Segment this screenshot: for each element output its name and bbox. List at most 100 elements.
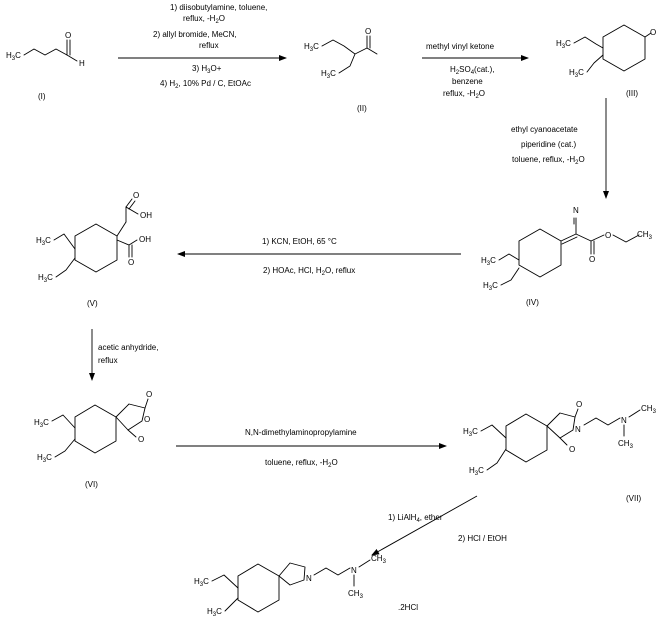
- compound-IV: H3C H3C N O O CH3 (IV): [481, 206, 653, 307]
- co-double-bond: [128, 200, 136, 210]
- condition-line: 2) HCl / EtOH: [458, 534, 507, 543]
- cyclohexane-ring: [602, 24, 646, 72]
- atom-n2: N: [351, 566, 357, 575]
- atom-o2: O: [128, 258, 134, 267]
- condition-line: reflux, -H2O: [443, 89, 485, 100]
- atom-ch3a: CH3: [641, 404, 657, 415]
- compound-label: (V): [87, 299, 98, 308]
- co-bond-2: [127, 429, 137, 438]
- upper-propyl: [498, 253, 520, 261]
- condition-line: benzene: [452, 77, 483, 86]
- exocyclic-double-bond-2: [561, 236, 578, 245]
- n-me-bond-1: [628, 409, 641, 418]
- co-bond-1: [144, 398, 149, 409]
- reaction-arrow: [371, 495, 478, 556]
- lower-propyl: [486, 448, 507, 471]
- compound-label: (VII): [626, 494, 641, 503]
- cyclohexane-ring: [74, 404, 117, 454]
- atom-h3c-bottom: H3C: [38, 273, 53, 284]
- atom-o: O: [65, 31, 71, 40]
- condition-line: 2) HOAc, HCl, H2O, reflux: [263, 266, 355, 277]
- atom-ch3b: CH3: [618, 439, 634, 450]
- upper-propyl: [53, 233, 76, 250]
- compound-VII: H3C H3C O N O N CH3 CH3 (VII): [463, 400, 657, 503]
- lower-propyl: [500, 267, 520, 286]
- upper-propyl: [211, 574, 239, 589]
- atom-h3c-bottom: H3C: [37, 453, 52, 464]
- propyl-linker: [313, 567, 351, 576]
- atom-h: H: [79, 59, 85, 68]
- atom-n1: N: [575, 425, 581, 434]
- atom-h3c-bottom: H3C: [321, 69, 336, 80]
- compound-label: (II): [357, 104, 367, 113]
- condition-line: toluene, reflux, -H2O: [512, 155, 585, 166]
- atom-o: O: [650, 28, 656, 37]
- atom-n2: N: [621, 416, 627, 425]
- compound-label: (I): [38, 92, 46, 101]
- ch2-bond: [116, 221, 127, 237]
- compound-label: (III): [626, 89, 638, 98]
- ester-bond: [575, 233, 592, 242]
- lower-propyl: [54, 438, 76, 458]
- compound-V: H3C H3C OH O OH O (V): [36, 191, 152, 308]
- condition-line: piperidine (cat.): [521, 140, 576, 149]
- c-oh-bond: [125, 206, 139, 215]
- atom-o1: O: [133, 191, 139, 200]
- atom-o2: O: [569, 445, 575, 454]
- compound-III: O H3C H3C (III): [556, 24, 656, 98]
- cyclohexane-ring: [505, 413, 548, 463]
- atom-o1: O: [576, 400, 582, 409]
- cyclohexane-ring: [237, 563, 280, 613]
- salt-label: .2HCl: [398, 603, 418, 612]
- n-me-bond-1: [358, 559, 371, 568]
- atom-h3c-top: H3C: [481, 256, 496, 267]
- compound-II: H3C H3C O (II): [304, 27, 378, 113]
- compound-final: H3C H3C N N CH3 CH3 .2HCl: [194, 554, 418, 618]
- atom-n: N: [573, 206, 579, 215]
- condition-line: 1) KCN, EtOH, 65 °C: [262, 237, 337, 246]
- atom-oh2: OH: [139, 235, 151, 244]
- condition-line: N,N-dimethylaminopropylamine: [245, 428, 357, 437]
- condition-line: methyl vinyl ketone: [426, 42, 495, 51]
- compound-label: (VI): [85, 480, 98, 489]
- step-2: methyl vinyl ketone H2SO4(cat.), benzene…: [422, 42, 529, 100]
- atom-h3c-top: H3C: [463, 427, 478, 438]
- atom-h3c-bottom: H3C: [207, 607, 222, 618]
- condition-line: 1) diisobutylamine, toluene,: [170, 3, 267, 12]
- ethyl-chain: [612, 234, 640, 243]
- atom-h3c-top: H3C: [34, 418, 49, 429]
- step-7: 1) LiAlH4, ether 2) HCl / EtOH: [371, 495, 507, 556]
- atom-o2: O: [144, 415, 150, 424]
- lower-propyl: [55, 257, 76, 278]
- ester-o-bond: [590, 234, 605, 242]
- aldehyde-bond: [366, 47, 378, 55]
- atom-n1: N: [306, 574, 312, 583]
- atom-h3c-top: H3C: [194, 577, 209, 588]
- condition-line: 4) H2, 10% Pd / C, EtOAc: [160, 79, 251, 90]
- propyl-linker: [583, 417, 621, 426]
- succinimide-ring: [546, 412, 576, 439]
- co-bond-2: [559, 437, 568, 446]
- atom-ch3: CH3: [637, 230, 653, 241]
- compound-VI: H3C H3C O O O (VI): [34, 390, 152, 489]
- atom-ch3b: CH3: [348, 589, 364, 600]
- atom-h3c-top: H3C: [36, 236, 51, 247]
- atom-o2: O: [605, 231, 611, 240]
- condition-line: reflux: [199, 41, 219, 50]
- lower-propyl: [338, 53, 356, 74]
- cyclohexane-ring: [74, 223, 118, 273]
- condition-line: ethyl cyanoacetate: [511, 125, 578, 134]
- compound-label: (IV): [526, 298, 539, 307]
- condition-line: 2) allyl bromide, MeCN,: [153, 30, 237, 39]
- atom-h3c-bottom: H3C: [469, 466, 484, 477]
- step-6: N,N-dimethylaminopropylamine toluene, re…: [176, 428, 447, 469]
- step-5: acetic anhydride, reflux: [89, 329, 158, 381]
- atom-h3c-bottom: H3C: [569, 68, 584, 79]
- anhydride-ring: [115, 403, 146, 431]
- upper-propyl: [573, 36, 604, 49]
- ketone-bond: [644, 32, 652, 38]
- atom-o: O: [365, 27, 371, 36]
- atom-h3c: H3C: [6, 51, 21, 62]
- atom-ch3a: CH3: [371, 554, 387, 565]
